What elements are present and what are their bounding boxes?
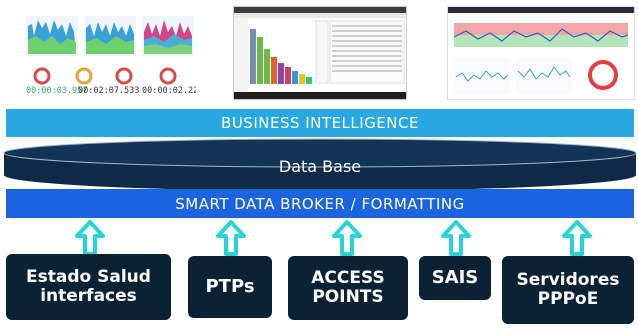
business-intelligence-label: BUSINESS INTELLIGENCE xyxy=(221,114,419,132)
up-arrow-icon xyxy=(562,220,592,256)
database-cylinder-graphic xyxy=(3,138,637,191)
timer-3: 00:00:02.222 xyxy=(142,86,196,96)
bi-app-graphic xyxy=(234,7,406,99)
database-layer: Data Base xyxy=(2,137,638,193)
dashboard-thumbnail-health: 00:00:03.957 00:02:07.533 00:00:02.222 xyxy=(26,6,196,98)
smart-data-broker-label: SMART DATA BROKER / FORMATTING xyxy=(175,194,465,213)
business-intelligence-layer: BUSINESS INTELLIGENCE xyxy=(6,109,634,137)
timer-1: 00:00:03.957 xyxy=(26,86,88,96)
dashboard-thumbnail-bi-app xyxy=(233,6,407,100)
source-ptps: PTPs xyxy=(188,256,272,318)
up-arrow-icon xyxy=(441,220,471,256)
monitoring-graphic xyxy=(448,7,634,93)
up-arrow-icon xyxy=(216,220,246,256)
database-label: Data Base xyxy=(278,157,362,176)
up-arrow-icon xyxy=(332,220,362,256)
up-arrow-icon xyxy=(75,220,105,256)
area-charts-graphic xyxy=(26,16,194,85)
source-servidores-pppoe: Servidores PPPoE xyxy=(502,256,634,324)
source-access-points: ACCESS POINTS xyxy=(288,256,408,320)
timer-2: 00:02:07.533 xyxy=(78,86,140,96)
source-estado-salud-interfaces: Estado Salud interfaces xyxy=(6,254,171,320)
dashboard-thumbnail-monitoring xyxy=(447,6,635,100)
smart-data-broker-layer: SMART DATA BROKER / FORMATTING xyxy=(6,189,634,218)
source-sais: SAIS xyxy=(419,256,491,300)
